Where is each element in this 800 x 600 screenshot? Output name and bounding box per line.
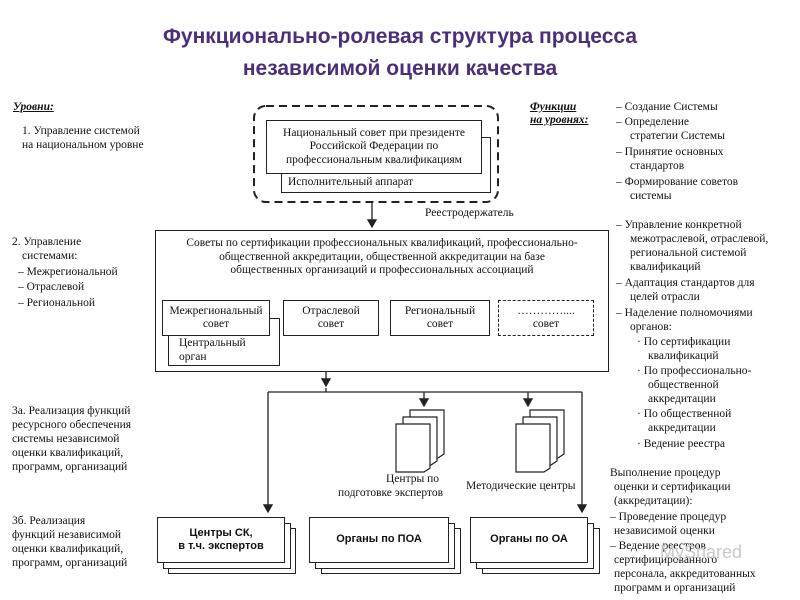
func1-line5: стандартов bbox=[630, 160, 685, 172]
func1-line6: – Формирование советов bbox=[616, 176, 739, 188]
level2-line4: – Отраслевой bbox=[18, 281, 85, 293]
func2-line11: · По профессионально- bbox=[637, 365, 752, 377]
sectoral-line1: Отраслевой bbox=[302, 304, 360, 317]
other-council-box: ………….... совет bbox=[498, 300, 594, 336]
document-stack-icon-2 bbox=[515, 409, 565, 473]
regional-line1: Региональный bbox=[404, 304, 476, 317]
level2-line2: системами: bbox=[22, 250, 78, 262]
level1-line1: 1. Управление системой bbox=[22, 125, 140, 137]
func3-line6: – Ведение реестров bbox=[610, 540, 706, 552]
executive-label: Исполнительный аппарат bbox=[288, 176, 414, 188]
central-body-line2: орган bbox=[179, 351, 207, 363]
sectoral-line2: совет bbox=[317, 318, 345, 330]
councils-line1: Советы по сертификации профессиональных … bbox=[186, 237, 578, 249]
func3-line4: – Проведение процедур bbox=[610, 511, 727, 523]
level3a-line1: 3а. Реализация функций bbox=[12, 405, 131, 417]
func2-line12: общественной bbox=[648, 379, 719, 391]
regional-council-box: Региональный совет bbox=[390, 300, 490, 336]
level2-line1: 2. Управление bbox=[12, 236, 82, 248]
poa-bodies-label: Органы по ПОА bbox=[336, 533, 422, 546]
national-council-line2: Российской Федерации по bbox=[309, 140, 439, 153]
document-stack-icon bbox=[395, 409, 445, 473]
func2-line13: аккредитации bbox=[648, 393, 716, 405]
oa-bodies-box: Органы по ОА bbox=[470, 517, 588, 563]
interregional-line2: совет bbox=[202, 318, 230, 330]
level2-line3: – Межрегиональной bbox=[18, 266, 118, 278]
func3-line9: программ и организаций bbox=[614, 582, 736, 594]
func2-line2: межотраслевой, отраслевой, bbox=[630, 233, 769, 245]
func2-line5: – Адаптация стандартов для bbox=[616, 277, 755, 289]
func2-line3: региональной системой bbox=[630, 247, 747, 259]
func3-line8: персонала, аккредитованных bbox=[614, 568, 756, 580]
func2-line1: – Управление конкретной bbox=[616, 219, 742, 231]
registry-holder-label: Реестродержатель bbox=[425, 207, 514, 219]
func3-line1: Выполнение процедур bbox=[610, 467, 721, 479]
level3b-line4: программ, организаций bbox=[12, 557, 128, 569]
func1-line7: системы bbox=[630, 190, 672, 202]
national-council-box: Национальный совет при президенте Россий… bbox=[266, 120, 482, 174]
page-title-line2: независимой оценки качества bbox=[242, 57, 558, 80]
level3a-line4: оценки квалификаций, bbox=[12, 447, 124, 459]
level3b-line1: 3б. Реализация bbox=[12, 515, 86, 527]
level3a-line3: системы независимой bbox=[12, 433, 120, 445]
sk-centers-line2: в т.ч. экспертов bbox=[178, 540, 264, 552]
func2-line14: · По общественной bbox=[637, 408, 732, 420]
func2-line15: аккредитации bbox=[648, 422, 716, 434]
national-council-line3: профессиональным квалификациям bbox=[286, 153, 462, 166]
level3b-line3: оценки квалификаций, bbox=[12, 543, 124, 555]
func1-line1: – Создание Системы bbox=[616, 101, 718, 113]
func1-line3: стратегии Системы bbox=[630, 130, 725, 142]
sk-centers-line1: Центры СК, bbox=[189, 526, 253, 539]
func2-line7: – Наделение полномочиями bbox=[616, 307, 753, 319]
functions-header-line2: на уровнях: bbox=[530, 114, 589, 126]
level3a-line5: программ, организаций bbox=[12, 461, 128, 473]
level3a-line2: ресурсного обеспечения bbox=[12, 419, 132, 431]
func1-line4: – Принятие основных bbox=[616, 146, 724, 158]
level1-line2: на национальном уровне bbox=[22, 139, 144, 151]
func2-line9: · По сертификации bbox=[637, 336, 731, 348]
func1-line2: – Определение bbox=[616, 116, 689, 128]
func3-line3: (аккредитации): bbox=[614, 495, 693, 507]
func3-line5: независимой оценки bbox=[614, 525, 715, 537]
func3-line7: сертифицированного bbox=[614, 554, 718, 566]
oa-bodies-label: Органы по ОА bbox=[490, 533, 568, 546]
national-council-line1: Национальный совет при президенте bbox=[283, 126, 465, 139]
method-centers-label: Методические центры bbox=[466, 480, 576, 492]
level2-line5: – Региональной bbox=[18, 297, 95, 309]
func2-line8: органов: bbox=[630, 321, 672, 333]
councils-line3: общественных организаций и профессиональ… bbox=[230, 264, 534, 276]
interregional-line1: Межрегиональный bbox=[169, 304, 263, 317]
level3b-line2: функций независимой bbox=[12, 529, 122, 541]
interregional-council-box: Межрегиональный совет bbox=[162, 300, 270, 336]
other-council-line2: совет bbox=[532, 318, 560, 330]
func3-line2: оценки и сертификации bbox=[614, 481, 731, 493]
sectoral-council-box: Отраслевой совет bbox=[283, 300, 379, 336]
councils-line2: общественной аккредитации, общественной … bbox=[219, 250, 545, 263]
func2-line16: · Ведение реестра bbox=[637, 438, 725, 450]
func2-line4: квалификаций bbox=[630, 261, 701, 273]
functions-header-line1: Функции bbox=[530, 101, 577, 113]
regional-line2: совет bbox=[426, 318, 454, 330]
levels-header: Уровни: bbox=[13, 101, 54, 113]
expert-centers-line2: подготовке экспертов bbox=[338, 487, 444, 499]
central-body-line1: Центральный bbox=[179, 337, 246, 349]
watermark: MyShared bbox=[660, 542, 743, 562]
func2-line6: целей отрасли bbox=[630, 291, 700, 303]
page-title-line1: Функционально-ролевая структура процесса bbox=[162, 25, 638, 48]
expert-centers-line1: Центры по bbox=[386, 473, 439, 485]
sk-centers-box: Центры СК, в т.ч. экспертов bbox=[157, 517, 285, 563]
func2-line10: квалификаций bbox=[648, 350, 719, 362]
poa-bodies-box: Органы по ПОА bbox=[309, 517, 449, 563]
other-council-line1: ………….... bbox=[517, 304, 575, 317]
